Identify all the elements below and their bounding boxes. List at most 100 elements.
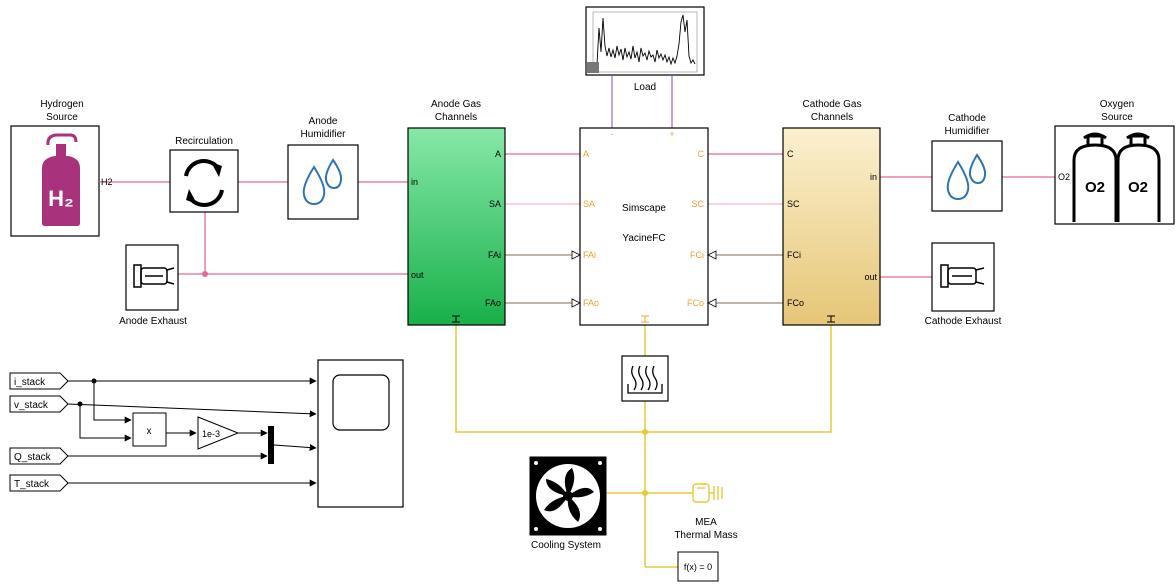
mux-block[interactable]	[268, 426, 274, 464]
connection-lines	[67, 76, 1055, 568]
heat-flow-block[interactable]	[621, 355, 669, 402]
cathode-gas-channels-label-1: Cathode Gas	[803, 99, 862, 110]
oxygen-source-label-2: Source	[1101, 112, 1133, 123]
anode-port-FAi: FAi	[488, 250, 501, 260]
cathode-port-C: C	[787, 149, 794, 159]
anode-thermal-port	[452, 315, 460, 323]
scope-screen-icon	[332, 374, 390, 431]
exhaust-pipe-icon	[133, 264, 175, 288]
solver-configuration-block[interactable]: f(x) = 0	[677, 551, 719, 582]
cathode-port-FCo: FCo	[787, 298, 804, 308]
cathode-gas-channels-label-2: Channels	[811, 112, 853, 123]
from-tag-i-stack[interactable]: i_stack	[9, 372, 69, 390]
cathode-gas-channels-block[interactable]: Cathode Gas Channels C SC FCi FCo in out	[782, 99, 881, 326]
load-block[interactable]: Load	[585, 6, 705, 93]
fc-port-FCi: FCi	[690, 250, 704, 260]
from-tags: i_stack v_stack Q_stack T_stack	[9, 372, 69, 492]
fc-port-SC: SC	[691, 199, 704, 209]
oxygen-source-label-1: Oxygen	[1100, 99, 1134, 110]
fc-port-plus: +	[669, 129, 674, 139]
from-tag-v-stack[interactable]: v_stack	[9, 395, 69, 413]
v-stack-signal[interactable]	[67, 403, 317, 418]
junction-dot	[642, 490, 648, 496]
fc-port-FCo: FCo	[687, 298, 704, 308]
o2-tank-text-right: O2	[1128, 179, 1148, 196]
from-tag-q-stack[interactable]: Q_stack	[9, 447, 69, 465]
v-to-product-signal[interactable]	[79, 404, 132, 442]
o2-tank-text-left: O2	[1085, 179, 1105, 196]
fc-FAo-arrow	[571, 298, 581, 308]
anode-exhaust-label: Anode Exhaust	[119, 316, 187, 327]
fc-port-minus: -	[611, 129, 614, 139]
cathode-exhaust-label: Cathode Exhaust	[925, 316, 1002, 327]
fc-FCo-arrow	[707, 298, 717, 308]
fuel-cell-block[interactable]: - + A SA FAi FAo C SC FCi FCo Simscape Y…	[571, 127, 717, 326]
anode-port-A: A	[495, 149, 501, 159]
anode-gas-channels-block[interactable]: Anode Gas Channels in out A SA FAi FAo	[407, 99, 506, 326]
cathode-port-in: in	[870, 172, 877, 182]
hydrogen-source-block[interactable]: Hydrogen Source H₂ H2	[10, 99, 113, 237]
anode-humidifier-block[interactable]: Anode Humidifier	[287, 116, 359, 220]
cathode-port-FCi: FCi	[787, 250, 801, 260]
cathode-humidifier-label-1: Cathode	[948, 113, 986, 124]
from-tag-label: i_stack	[14, 377, 46, 388]
fc-thermal-port	[641, 315, 649, 323]
product-block[interactable]: x	[132, 412, 167, 447]
cathode-port-SC: SC	[787, 199, 800, 209]
cathode-exhaust-block[interactable]: Cathode Exhaust	[925, 242, 1002, 327]
recirculation-block[interactable]: Recirculation	[169, 136, 239, 213]
junction-dot	[202, 271, 208, 277]
o2-port-label: O2	[1058, 172, 1070, 182]
fc-port-A: A	[583, 149, 589, 159]
oxygen-source-block[interactable]: Oxygen Source O2 O2 O2	[1054, 99, 1175, 225]
cooling-system-label: Cooling System	[531, 540, 601, 551]
hydrogen-source-label-2: Source	[46, 112, 78, 123]
from-tag-t-stack[interactable]: T_stack	[9, 474, 69, 492]
load-label: Load	[634, 82, 656, 93]
fc-port-SA: SA	[583, 199, 595, 209]
anode-port-FAo: FAo	[485, 298, 501, 308]
from-tag-label: T_stack	[14, 479, 50, 490]
fc-FCi-arrow	[707, 250, 717, 260]
cathode-humidifier-label-2: Humidifier	[944, 126, 990, 137]
junction-dot	[642, 429, 648, 435]
mux-to-scope-signal[interactable]	[273, 444, 317, 452]
thermal-mass-icon	[692, 483, 723, 503]
load-profile-waveform	[594, 14, 696, 67]
water-drops-icon	[302, 158, 343, 206]
cathode-humidifier-block[interactable]: Cathode Humidifier	[931, 113, 1003, 212]
mea-thermal-mass-block[interactable]: MEA Thermal Mass	[674, 483, 738, 541]
anode-humidifier-label-1: Anode	[309, 116, 338, 127]
recirculation-label: Recirculation	[175, 136, 233, 147]
anode-humidifier-label-2: Humidifier	[300, 129, 346, 140]
mea-label-2: Thermal Mass	[674, 530, 737, 541]
fc-name-line2: YacineFC	[622, 233, 665, 244]
fc-port-FAi: FAi	[583, 250, 596, 260]
solver-label: f(x) = 0	[684, 562, 712, 572]
oxygen-cylinders-icon	[1072, 132, 1161, 222]
h2-port-label: H2	[101, 177, 113, 187]
fc-port-C: C	[698, 149, 705, 159]
from-tag-label: Q_stack	[14, 452, 52, 463]
gain-block[interactable]: 1e-3	[197, 416, 240, 450]
anode-port-SA: SA	[489, 199, 501, 209]
anode-port-out: out	[411, 270, 424, 280]
fc-FAi-arrow	[571, 250, 581, 260]
fc-port-FAo: FAo	[583, 298, 599, 308]
i-to-product-signal[interactable]	[93, 381, 132, 424]
cathode-thermal-port	[827, 315, 835, 323]
mea-label-1: MEA	[695, 517, 717, 528]
from-tag-label: v_stack	[14, 400, 49, 411]
scope-block[interactable]	[317, 359, 404, 508]
anode-exhaust-block[interactable]: Anode Exhaust	[119, 244, 187, 327]
circular-arrows-icon	[184, 159, 224, 207]
fan-icon	[534, 461, 602, 531]
fc-name-line1: Simscape	[622, 203, 666, 214]
cooling-system-block[interactable]: Cooling System	[529, 456, 607, 551]
hydrogen-source-label-1: Hydrogen	[40, 99, 83, 110]
scope-thumbnail-icon	[587, 62, 599, 73]
hydrogen-tank-icon: H₂	[42, 133, 80, 226]
anode-gas-channels-label-1: Anode Gas	[431, 99, 481, 110]
anode-port-in: in	[411, 177, 418, 187]
water-drops-icon	[946, 153, 987, 201]
